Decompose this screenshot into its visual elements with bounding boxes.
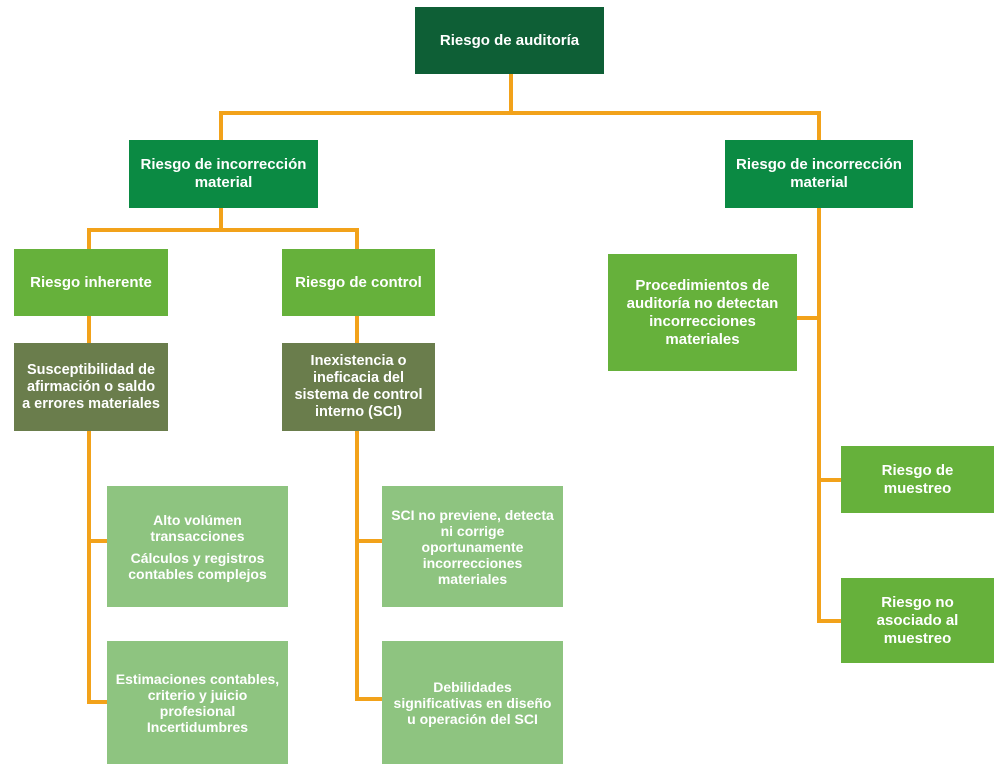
node-text: Riesgo no asociado al muestreo — [876, 593, 959, 647]
node-text: Susceptibilidad de afirmación o saldo a … — [22, 361, 160, 412]
node-label: Riesgo de control — [295, 273, 422, 291]
node-sampling-risk: Riesgo de muestreo — [841, 446, 994, 513]
node-label: Riesgo de incorrección material — [140, 156, 307, 191]
node-inherent-risk: Riesgo inherente — [14, 249, 168, 316]
node-text: SCI no previene, detecta ni corrige opor… — [391, 506, 554, 587]
node-label: Riesgo de incorrección material — [736, 156, 902, 191]
root-node-label: Riesgo de auditoría — [439, 31, 580, 49]
node-inherent-risk-description: Susceptibilidad de afirmación o saldo a … — [14, 343, 168, 431]
node-material-misstatement-risk-left: Riesgo de incorrección material — [129, 140, 318, 208]
node-material-misstatement-risk-right: Riesgo de incorrección material — [725, 140, 913, 208]
node-inherent-factor-volume: Alto volúmen transacciones Cálculos y re… — [107, 486, 288, 607]
node-text: Inexistencia o ineficacia del sistema de… — [294, 353, 423, 420]
root-node-audit-risk: Riesgo de auditoría — [415, 7, 604, 74]
node-text-line: Alto volúmen transacciones — [150, 511, 245, 544]
node-control-factor-weaknesses: Debilidades significativas en diseño u o… — [382, 641, 563, 764]
node-audit-procedures-fail: Procedimientos de auditoría no detectan … — [608, 254, 797, 371]
node-text-line: Cálculos y registros contables complejos — [128, 549, 267, 582]
node-control-risk: Riesgo de control — [282, 249, 435, 316]
node-label: Riesgo inherente — [30, 273, 152, 291]
node-inherent-factor-estimates: Estimaciones contables, criterio y juici… — [107, 641, 288, 764]
node-control-factor-sci-fails: SCI no previene, detecta ni corrige opor… — [382, 486, 563, 607]
node-text: Estimaciones contables, criterio y juici… — [115, 670, 280, 735]
node-text: Procedimientos de auditoría no detectan … — [626, 276, 779, 348]
node-control-risk-description: Inexistencia o ineficacia del sistema de… — [282, 343, 435, 431]
node-text: Riesgo de muestreo — [881, 461, 954, 497]
node-non-sampling-risk: Riesgo no asociado al muestreo — [841, 578, 994, 663]
node-text: Debilidades significativas en diseño u o… — [393, 678, 552, 727]
